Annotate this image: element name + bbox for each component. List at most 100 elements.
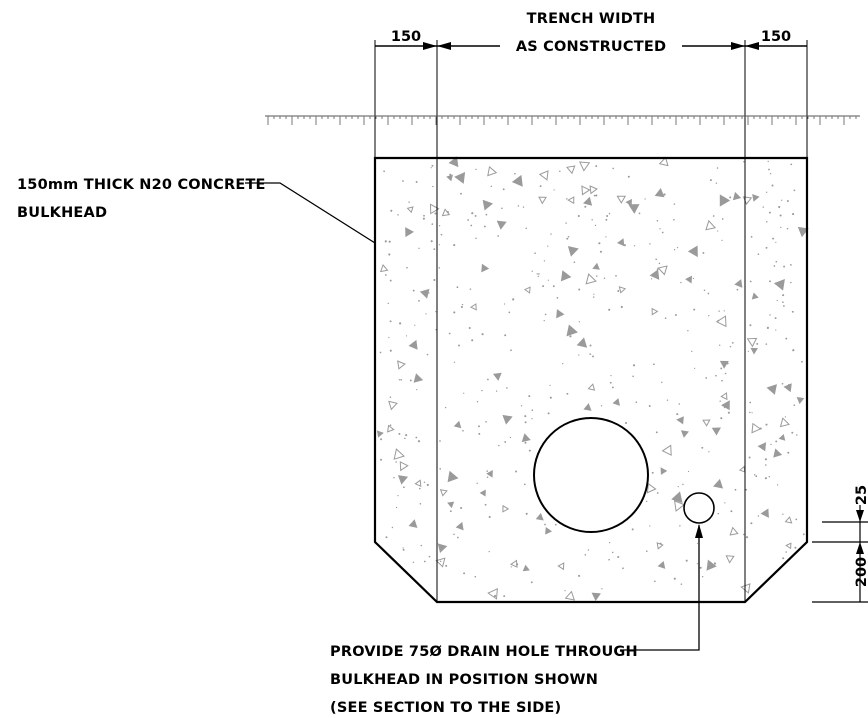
- sand-dot: [598, 242, 601, 245]
- bulkhead-leader: [245, 182, 376, 244]
- aggregate-mark: [752, 194, 760, 202]
- aggregate-mark: [705, 219, 717, 231]
- sand-dot: [550, 233, 552, 235]
- sand-dot: [764, 477, 767, 480]
- sand-dot: [663, 193, 666, 196]
- sand-dot: [721, 218, 724, 220]
- aggregate-mark: [746, 337, 758, 348]
- sand-dot: [595, 165, 598, 168]
- sand-dot: [514, 172, 516, 175]
- sand-dot: [784, 416, 787, 418]
- sand-dot: [420, 544, 423, 547]
- sand-dot: [651, 471, 654, 474]
- aggregate-mark: [399, 461, 409, 472]
- sand-dot: [751, 412, 753, 414]
- aggregate-mark: [567, 196, 575, 205]
- sand-dot: [457, 536, 459, 539]
- aggregate-mark: [496, 220, 507, 230]
- sand-dot: [398, 379, 401, 381]
- sand-dot: [554, 523, 557, 526]
- aggregate-mark: [502, 414, 513, 425]
- aggregate-mark: [414, 479, 422, 488]
- sand-dot: [620, 305, 623, 309]
- aggregate-mark: [592, 262, 600, 270]
- sand-dot: [680, 281, 682, 284]
- pipe-opening: [533, 417, 649, 533]
- sand-dot: [745, 488, 748, 491]
- aggregate-mark: [778, 434, 786, 441]
- side-dim-bottom: 200: [854, 557, 868, 587]
- sand-dot: [414, 324, 416, 326]
- sand-dot: [503, 303, 506, 305]
- sand-dot: [567, 236, 570, 238]
- sand-dot: [745, 536, 749, 539]
- bulkhead-outline: [373, 156, 809, 604]
- sand-dot: [674, 314, 677, 316]
- concrete-hatch: [376, 156, 809, 602]
- sand-dot: [389, 279, 392, 282]
- sand-dot: [591, 219, 593, 221]
- sand-dot: [627, 175, 630, 178]
- aggregate-mark: [447, 501, 455, 509]
- sand-dot: [556, 297, 559, 299]
- sand-dot: [687, 470, 690, 473]
- sand-dot: [438, 267, 441, 269]
- sand-dot: [685, 559, 688, 562]
- sand-dot: [781, 199, 783, 201]
- sand-dot: [595, 275, 598, 277]
- sand-dot: [528, 449, 531, 452]
- sand-dot: [731, 341, 734, 344]
- sand-dot: [400, 378, 403, 381]
- sand-dot: [419, 487, 421, 490]
- sand-dot: [430, 240, 433, 243]
- sand-dot: [666, 399, 669, 401]
- sand-dot: [654, 580, 656, 583]
- sand-dot: [422, 217, 425, 220]
- sand-dot: [734, 488, 737, 491]
- sand-dot: [416, 389, 418, 391]
- sand-dot: [768, 475, 771, 478]
- sand-dot: [713, 562, 717, 565]
- sand-dot: [768, 211, 771, 214]
- sand-dot: [719, 400, 721, 402]
- sand-dot: [611, 386, 614, 389]
- sand-dot: [380, 458, 382, 461]
- aggregate-mark: [521, 433, 531, 443]
- sand-dot: [653, 363, 655, 366]
- sand-dot: [515, 470, 518, 473]
- sand-dot: [772, 237, 775, 240]
- extension-lines: [374, 40, 808, 158]
- aggregate-mark: [751, 422, 762, 434]
- sand-dot: [383, 170, 385, 173]
- sand-dot: [474, 214, 477, 217]
- sand-dot: [531, 418, 533, 420]
- sand-dot: [537, 275, 539, 277]
- aggregate-mark: [408, 339, 418, 350]
- sand-dot: [661, 381, 663, 384]
- sand-dot: [468, 326, 471, 330]
- sand-dot: [693, 308, 696, 311]
- sand-dot: [444, 406, 447, 409]
- sand-dot: [573, 261, 576, 264]
- sand-dot: [780, 226, 782, 229]
- sand-dot: [486, 476, 489, 478]
- aggregate-mark: [797, 226, 809, 238]
- sand-dot: [578, 321, 580, 323]
- sand-dot: [712, 215, 715, 217]
- sand-dot: [463, 572, 466, 575]
- sand-dot: [453, 244, 456, 247]
- aggregate-mark: [560, 270, 572, 282]
- sand-dot: [682, 483, 684, 486]
- sand-dot: [434, 212, 437, 215]
- aggregate-mark: [729, 526, 739, 536]
- sand-dot: [723, 310, 725, 312]
- sand-dot: [750, 522, 753, 525]
- sand-dot: [776, 299, 778, 302]
- aggregate-mark: [740, 583, 751, 594]
- sand-dot: [786, 200, 789, 202]
- sand-dot: [617, 290, 620, 292]
- sand-dot: [617, 555, 620, 559]
- sand-dot: [418, 299, 420, 302]
- sand-dot: [398, 432, 401, 435]
